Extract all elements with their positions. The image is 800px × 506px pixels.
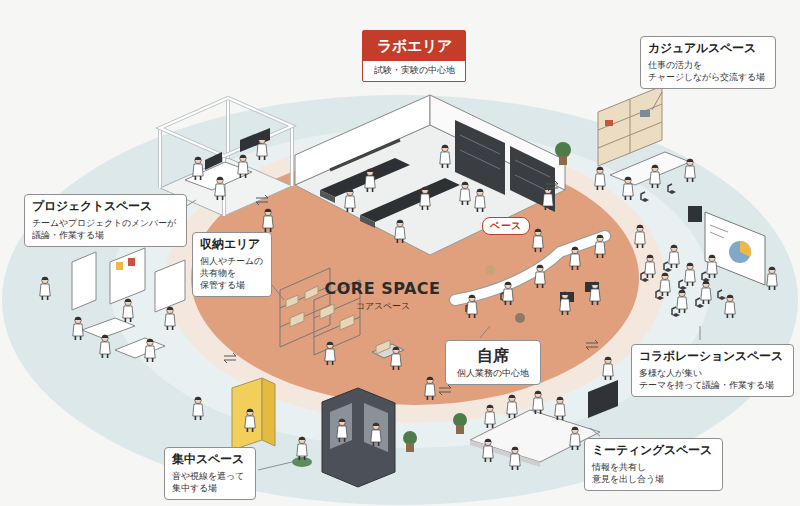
focus-space-callout: 集中スペース音や視線を遮って 集中する場 — [164, 447, 256, 500]
area-title: 集中スペース — [172, 452, 248, 468]
leader-lines — [180, 92, 700, 470]
lab-area-callout: ラボエリア試験・実験の中心地 — [362, 30, 466, 82]
meeting-space-callout: ミーティングスペース情報を共有し 意見を出し合う場 — [584, 438, 723, 491]
project-boards-illustration — [72, 248, 185, 362]
area-title: CORE SPACE — [315, 278, 450, 300]
area-description: 仕事の活力を チャージしながら交流する場 — [648, 59, 768, 84]
casual-space-illustration — [555, 86, 695, 202]
area-description: 情報を共有し 意見を出し合う場 — [592, 461, 715, 486]
area-description: コアスペース — [315, 300, 450, 312]
base-tag: ベース — [482, 217, 530, 235]
area-title: ラボエリア — [363, 31, 465, 61]
focus-booth-illustration — [232, 378, 417, 487]
casual-space-callout: カジュアルスペース仕事の活力を チャージしながら交流する場 — [640, 36, 776, 89]
flow-marks — [224, 181, 598, 395]
area-description: 個人業務の中心地 — [453, 367, 533, 379]
own-desk-callout: 自席個人業務の中心地 — [445, 340, 541, 385]
area-title: カジュアルスペース — [648, 41, 768, 57]
area-title: プロジェクトスペース — [32, 199, 179, 215]
outer-floor — [2, 95, 798, 505]
area-description: 多様な人が集い テーマを持って議論・作業する場 — [639, 367, 786, 392]
area-title: ミーティングスペース — [592, 443, 715, 459]
area-description: 試験・実験の中心地 — [363, 61, 465, 81]
area-title: ベース — [490, 219, 522, 233]
base-area-illustration — [455, 229, 605, 323]
project-space-callout: プロジェクトスペースチームやプロジェクトのメンバーが 議論・作業する場 — [24, 194, 187, 247]
area-title: コラボレーションスペース — [639, 349, 786, 365]
lab-room-illustration — [295, 95, 565, 255]
collaboration-space-illustration — [635, 206, 777, 318]
collaboration-space-callout: コラボレーションスペース多様な人が集い テーマを持って議論・作業する場 — [631, 344, 794, 397]
area-title: 収納エリア — [200, 237, 264, 253]
storage-area-callout: 収納エリア個人やチームの 共有物を 保管する場 — [192, 232, 272, 297]
area-description: 個人やチームの 共有物を 保管する場 — [200, 255, 264, 292]
area-description: チームやプロジェクトのメンバーが 議論・作業する場 — [32, 217, 179, 242]
area-title: 自席 — [453, 345, 533, 367]
area-description: 音や視線を遮って 集中する場 — [172, 470, 248, 495]
